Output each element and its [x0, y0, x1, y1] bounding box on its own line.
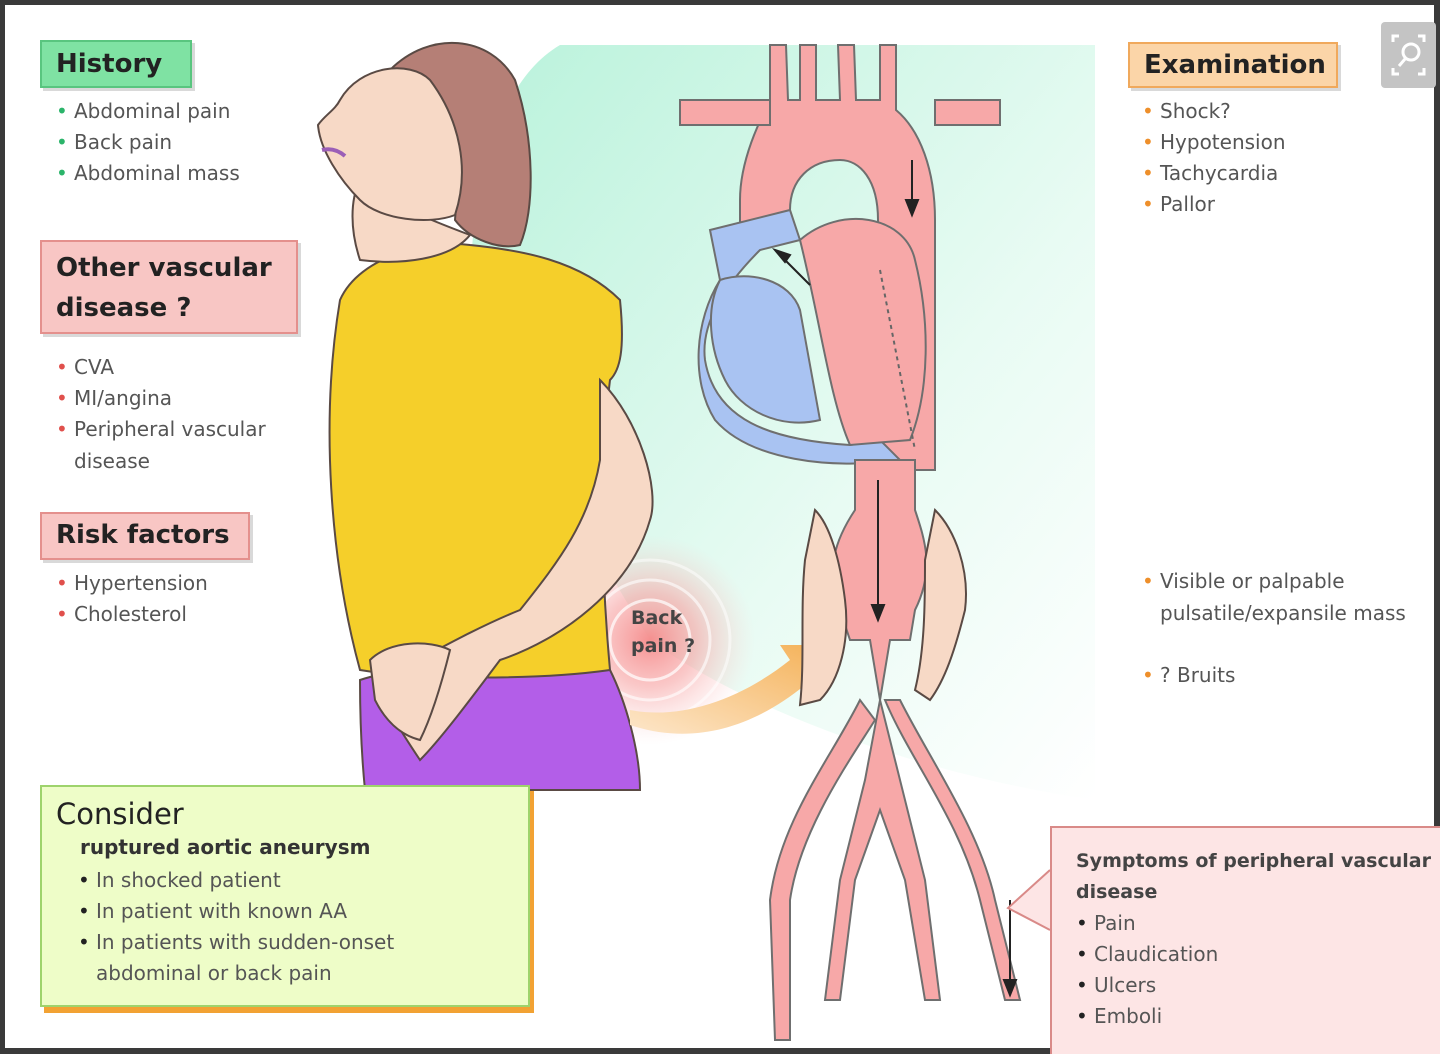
symptoms-list: Pain Claudication Ulcers Emboli: [1076, 908, 1218, 1032]
risk-factor-item: Hypertension: [56, 568, 208, 599]
other-vascular-title-line2: disease ?: [56, 293, 192, 323]
consider-title: Consider: [56, 797, 184, 831]
examination-item: Hypotension: [1142, 127, 1286, 158]
examination-item: Tachycardia: [1142, 158, 1286, 189]
examination-item: Pallor: [1142, 189, 1286, 220]
zoom-icon: [1391, 34, 1426, 76]
consider-list: In shocked patient In patient with known…: [78, 865, 394, 958]
symptom-item: Emboli: [1076, 1001, 1218, 1032]
back-pain-line2: pain ?: [631, 635, 696, 657]
consider-item-continued: abdominal or back pain: [96, 961, 332, 985]
hands-icon: [798, 507, 967, 707]
examination-item: Shock?: [1142, 96, 1286, 127]
history-item: Abdominal mass: [56, 158, 240, 189]
examination-list: Shock? Hypotension Tachycardia Pallor: [1142, 96, 1286, 220]
examination-header: Examination: [1128, 42, 1338, 88]
risk-factors-header: Risk factors: [40, 512, 250, 560]
back-pain-line1: Back: [631, 607, 683, 629]
history-list: Abdominal pain Back pain Abdominal mass: [56, 96, 240, 189]
other-vascular-item: CVA: [56, 352, 266, 383]
examination-mass-continued: pulsatile/expansile mass: [1160, 601, 1406, 625]
flow-arrows-icon: [771, 160, 1018, 998]
risk-factor-item: Cholesterol: [56, 599, 208, 630]
consider-box: Consider ruptured aortic aneurysm In sho…: [40, 785, 530, 1007]
other-vascular-header: Other vascular disease ?: [40, 240, 298, 334]
history-header: History: [40, 40, 192, 88]
other-vascular-list: CVA MI/angina Peripheral vascular: [56, 352, 266, 445]
symptoms-box: Symptoms of peripheral vascular disease …: [1050, 826, 1440, 1054]
examination-bruits-item: ? Bruits: [1142, 660, 1235, 691]
symptom-item: Pain: [1076, 908, 1218, 939]
history-item: Back pain: [56, 127, 240, 158]
consider-subtitle: ruptured aortic aneurysm: [80, 835, 371, 859]
patient-figure: [316, 41, 654, 791]
consider-item: In patients with sudden-onset: [78, 927, 394, 958]
other-vascular-item: Peripheral vascular: [56, 414, 266, 445]
other-vascular-title-line1: Other vascular: [56, 253, 272, 283]
leg-arteries: [768, 698, 1022, 1041]
examination-mass-list: Visible or palpable: [1142, 566, 1345, 597]
consider-item: In shocked patient: [78, 865, 394, 896]
aorta-heart-diagram: [679, 44, 1001, 1001]
other-vascular-item-continued: disease: [74, 449, 150, 473]
consider-item: In patient with known AA: [78, 896, 394, 927]
history-item: Abdominal pain: [56, 96, 240, 127]
symptoms-title: Symptoms of peripheral vascular disease: [1076, 850, 1431, 903]
zoom-button[interactable]: [1381, 22, 1436, 88]
other-vascular-item: MI/angina: [56, 383, 266, 414]
examination-bruits-list: ? Bruits: [1142, 660, 1235, 691]
symptom-item: Claudication: [1076, 939, 1218, 970]
callout-pointer: [1006, 869, 1051, 931]
symptom-item: Ulcers: [1076, 970, 1218, 1001]
back-pain-label: Back pain ?: [631, 604, 695, 660]
risk-factors-list: Hypertension Cholesterol: [56, 568, 208, 630]
curved-arrow-icon: [630, 645, 838, 734]
examination-mass-item: Visible or palpable: [1142, 566, 1345, 597]
